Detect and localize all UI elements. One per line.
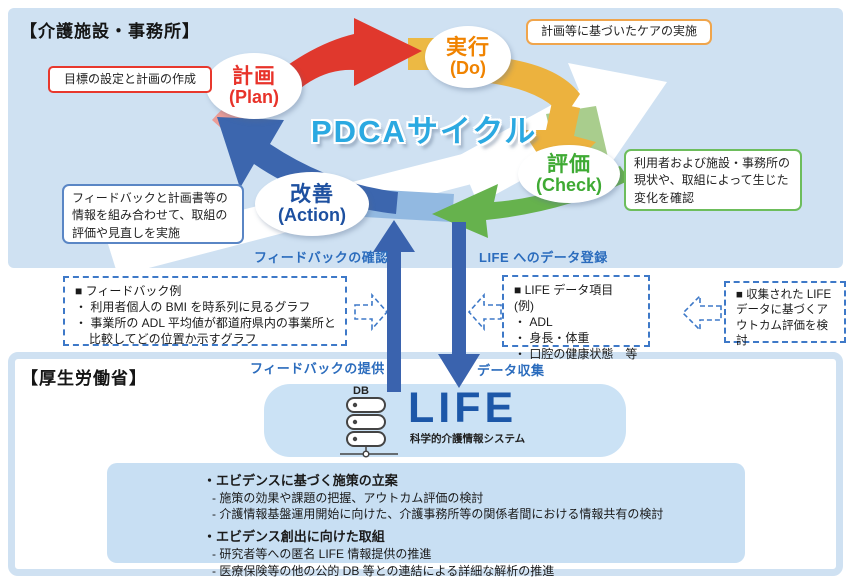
db-label: DB <box>353 385 369 397</box>
do-label-jp: 実行 <box>446 36 490 60</box>
policy-box: ・エビデンスに基づく施策の立案 - 施策の効果や課題の把握、アウトカム評価の検討… <box>107 463 745 578</box>
feedback-example-item: ・ 事業所の ADL 平均値が都道府県内の事業所と比較してどの位置か示すグラフ <box>75 316 336 347</box>
do-label-en: (Do) <box>450 57 486 78</box>
outcome-to-lifedata-arrow-icon <box>682 294 722 332</box>
yellow-arrow-do-to-check-head <box>522 102 596 182</box>
life-data-item: ・ ADL <box>514 315 553 330</box>
ministry-section-title: 【厚生労働省】 <box>21 369 147 388</box>
pdca-node-check: 評価 (Check) <box>518 145 620 203</box>
database-icon <box>340 397 398 458</box>
data-down-arrow <box>438 222 480 388</box>
pdca-node-plan: 計画 (Plan) <box>206 53 302 119</box>
data-collect-label: データ収集 <box>477 363 545 378</box>
life-data-item: ・ 身長・体重 <box>514 331 590 346</box>
facility-section-title: 【介護施設・事務所】 <box>20 22 200 41</box>
life-logo-subtitle: 科学的介護情報システム <box>410 433 526 445</box>
plan-label-jp: 計画 <box>232 65 276 89</box>
plan-label-en: (Plan) <box>228 86 279 107</box>
pdca-node-do: 実行 (Do) <box>425 26 511 88</box>
pdca-node-action: 改善 (Action) <box>255 172 369 236</box>
policy-item: - 医療保険等の他の公的 DB 等との連結による詳細な解析の推進 <box>212 563 555 578</box>
action-label-en: (Action) <box>278 204 346 225</box>
life-data-items-title: ■ LIFE データ項目 (例) <box>514 283 626 314</box>
feedback-to-flow-arrow-icon <box>354 293 388 331</box>
feedback-example-title: ■ フィードバック例 <box>75 284 182 298</box>
plan-callout: 目標の設定と計画の作成 <box>48 66 212 93</box>
feedback-up-arrow <box>373 220 415 392</box>
check-callout: 利用者および施設・事務所の現状や、取組によって生じた変化を確認 <box>624 149 802 211</box>
feedback-provide-label: フィードバックの提供 <box>250 361 385 376</box>
lifedata-to-flow-arrow-icon <box>468 293 502 331</box>
policy-group-heading: ・エビデンスに基づく施策の立案 <box>203 473 398 488</box>
do-callout: 計画等に基づいたケアの実施 <box>526 19 712 45</box>
policy-item: - 介護情報基盤運用開始に向けた、介護事務所等の関係者間における情報共有の検討 <box>212 507 664 522</box>
action-callout: フィードバックと計画書等の情報を組み合わせて、取組の評価や見直しを実施 <box>62 184 244 244</box>
life-data-item: ・ 口腔の健康状態 等 <box>514 347 638 362</box>
policy-item: - 研究者等への匿名 LIFE 情報提供の推進 <box>212 546 432 561</box>
life-data-items-box: ■ LIFE データ項目 (例) ・ ADL ・ 身長・体重 ・ 口腔の健康状態… <box>502 275 650 361</box>
policy-item: - 施策の効果や課題の把握、アウトカム評価の検討 <box>212 490 484 505</box>
check-label-jp: 評価 <box>547 153 591 177</box>
pdca-cycle-title: PDCAサイクル <box>311 114 538 149</box>
facility-section: 【介護施設・事務所】 PDCAサイクル 計画 (Plan) 実行 (Do) 評価… <box>8 8 843 268</box>
life-system-box <box>264 384 626 457</box>
policy-group-heading: ・エビデンス創出に向けた取組 <box>203 529 385 545</box>
life-logo: LIFE <box>408 384 518 432</box>
feedback-example-item: ・ 利用者個人の BMI を時系列に見るグラフ <box>75 300 311 315</box>
action-label-jp: 改善 <box>290 183 334 207</box>
data-register-label: LIFE へのデータ登録 <box>479 250 608 265</box>
outcome-evaluation-box: ■ 収集された LIFE データに基づくアウトカム評価を検討 <box>724 281 846 347</box>
feedback-example-box: ■ フィードバック例 ・ 利用者個人の BMI を時系列に見るグラフ ・ 事業所… <box>63 276 347 346</box>
check-label-en: (Check) <box>535 174 602 195</box>
feedback-check-label: フィードバックの確認 <box>254 250 389 265</box>
